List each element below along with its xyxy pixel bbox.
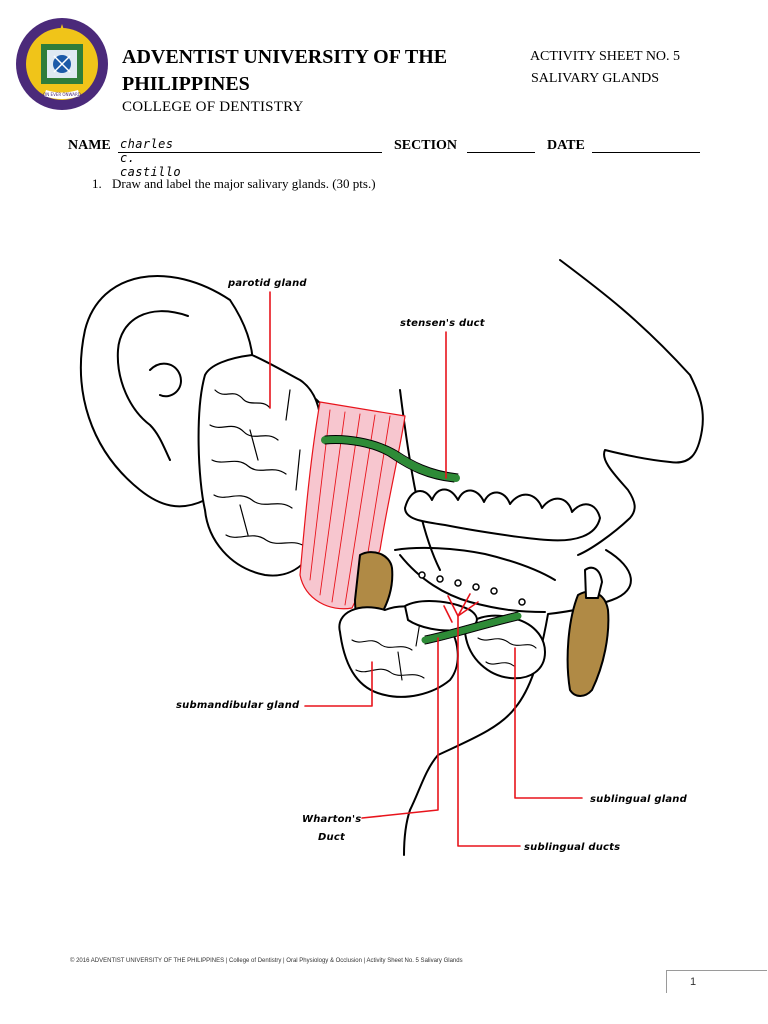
date-label: DATE <box>547 138 585 154</box>
question-number: 1. <box>92 176 112 192</box>
page-number-box <box>666 970 767 993</box>
page-number: 1 <box>690 976 696 988</box>
name-label: NAME <box>68 138 111 154</box>
university-seal-logo: ON EVER ONWARD <box>14 16 110 112</box>
label-parotid-gland: parotid gland <box>227 278 307 289</box>
label-whartons-line2: Duct <box>318 832 346 843</box>
section-field-line[interactable] <box>467 152 535 153</box>
question-text: Draw and label the major salivary glands… <box>112 176 376 191</box>
college-name: COLLEGE OF DENTISTRY <box>122 99 304 116</box>
salivary-glands-diagram: parotid gland stensen's duct submandibul… <box>0 250 768 870</box>
activity-title: SALIVARY GLANDS <box>505 71 685 87</box>
label-sublingual-gland: sublingual gland <box>590 794 688 805</box>
duct-openings <box>419 572 525 605</box>
name-value: charles c. castillo <box>120 137 181 179</box>
lower-incisor-crown <box>585 568 602 598</box>
ear-inner <box>118 311 188 460</box>
date-field-line[interactable] <box>592 152 700 153</box>
university-name: ADVENTIST UNIVERSITY OF THE PHILIPPINES <box>122 44 502 98</box>
label-whartons-line1: Wharton's <box>302 814 361 825</box>
face-outline <box>404 260 703 855</box>
upper-teeth <box>405 490 600 541</box>
lower-incisor <box>568 592 609 696</box>
label-sublingual-ducts: sublingual ducts <box>524 842 620 853</box>
label-stensens-duct: stensen's duct <box>400 318 486 329</box>
label-submandibular-gland: submandibular gland <box>176 700 300 711</box>
section-label: SECTION <box>394 138 457 154</box>
question-1: 1.Draw and label the major salivary glan… <box>92 176 376 192</box>
page-footer: © 2016 ADVENTIST UNIVERSITY OF THE PHILI… <box>70 958 463 964</box>
activity-number: ACTIVITY SHEET NO. 5 <box>505 49 705 65</box>
seal-motto: ON EVER ONWARD <box>43 92 81 97</box>
